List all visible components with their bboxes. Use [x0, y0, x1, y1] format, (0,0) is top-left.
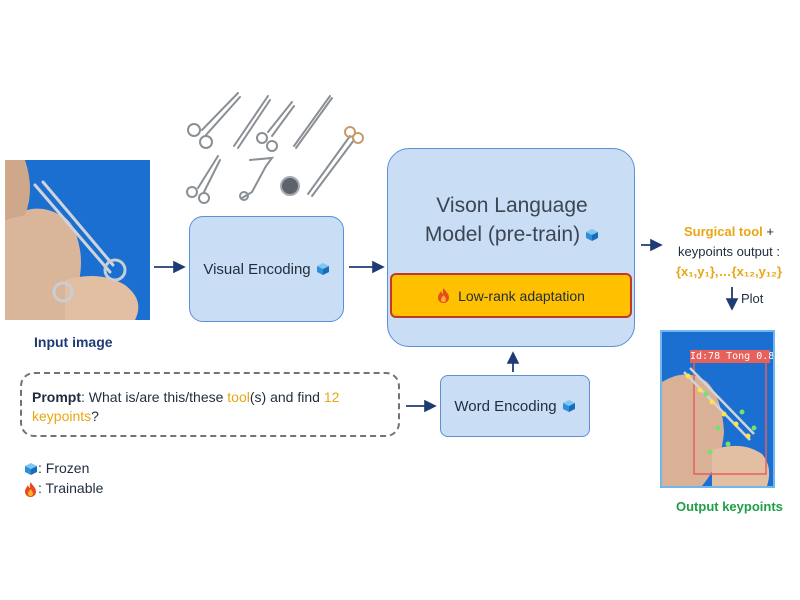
output-keypoints-caption: Output keypoints [676, 499, 783, 514]
low-rank-adaptation-label: Low-rank adaptation [458, 287, 585, 304]
vlm-title: Vison Language Model (pre-train) [388, 191, 636, 249]
prompt-box: Prompt: What is/are this/these tool(s) a… [20, 372, 400, 437]
legend-frozen: : Frozen [24, 458, 103, 478]
prompt-tool-word: tool [227, 389, 250, 405]
output-keypoints-photo: Id:78 Tong 0.88 [660, 330, 775, 488]
input-image-photo [5, 160, 150, 320]
visual-encoding-label: Visual Encoding [203, 260, 311, 278]
plot-label: Plot [741, 291, 764, 306]
output-description: Surgical tool + keypoints output : {x₁,y… [660, 222, 798, 282]
surgical-instruments-illustration [186, 92, 364, 204]
input-image-caption: Input image [34, 334, 113, 350]
visual-encoding-block: Visual Encoding [189, 216, 344, 322]
word-encoding-block: Word Encoding [440, 375, 590, 437]
low-rank-adaptation-block: Low-rank adaptation [390, 273, 632, 318]
word-encoding-label: Word Encoding [454, 397, 557, 415]
keypoints-coords: {x₁,y₁},…{x₁₂,y₁₂} [675, 264, 783, 279]
surgical-tool-text: Surgical tool [684, 224, 763, 239]
prompt-number: 12 [323, 389, 340, 405]
frozen-cube-icon [585, 228, 599, 242]
frozen-cube-icon [24, 462, 38, 476]
detection-label: Id:78 Tong 0.88 [690, 351, 775, 362]
trainable-flame-icon [437, 288, 450, 303]
prompt-keypoints-word: keypoints [32, 408, 92, 424]
frozen-cube-icon [562, 399, 576, 413]
frozen-cube-icon [316, 262, 330, 276]
legend-trainable: : Trainable [24, 478, 103, 498]
legend: : Frozen : Trainable [24, 458, 103, 498]
prompt-label: Prompt [32, 389, 81, 405]
trainable-flame-icon [24, 481, 37, 497]
